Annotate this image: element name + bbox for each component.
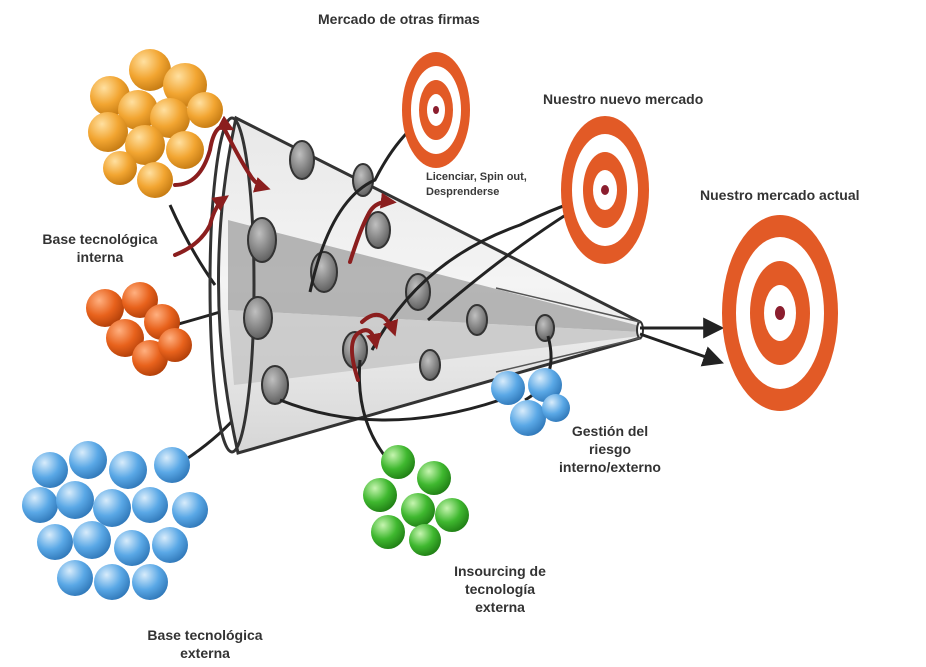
label-internal-base-line1: Base tecnológica [42, 231, 158, 247]
line-to-green-cluster [357, 359, 390, 461]
cluster-ball [172, 492, 208, 528]
line-orange-to-funnel [174, 310, 221, 327]
cluster-ball [57, 560, 93, 596]
funnel-hole [419, 349, 441, 381]
funnel-neck-lines [495, 287, 641, 373]
cluster-ball [56, 481, 94, 519]
red-arrow [173, 115, 235, 187]
cluster-ball [491, 371, 525, 405]
cluster-ball [37, 524, 73, 560]
cluster-ball [86, 289, 124, 327]
cluster-ball [166, 131, 204, 169]
label-risk-line2: riesgo [588, 441, 631, 457]
target-bullseye [433, 106, 439, 114]
cluster-ball [154, 447, 190, 483]
cluster-ball [94, 564, 130, 600]
label-other-firms-market: Mercado de otras firmas [318, 11, 480, 27]
label-risk-management: Gestión del riesgo interno/externo [530, 422, 690, 476]
cluster-ball [129, 49, 171, 91]
cluster-ball [106, 319, 144, 357]
red-arrow [350, 328, 382, 382]
cluster-ball [109, 451, 147, 489]
label-internal-base: Base tecnológica interna [20, 230, 180, 266]
cluster-internal-yellow [88, 49, 223, 198]
funnel-hole [289, 140, 315, 180]
cluster-ball [363, 478, 397, 512]
red-arrows [173, 115, 399, 382]
arrow-to-current-market-2 [639, 332, 724, 367]
target-other-firms [402, 52, 470, 168]
cluster-ball [542, 394, 570, 422]
cluster-ball [22, 487, 58, 523]
cluster-ball [150, 98, 190, 138]
cluster-ball [88, 112, 128, 152]
funnel-hole [247, 217, 277, 263]
cluster-ball [187, 92, 223, 128]
cluster-ball [435, 498, 469, 532]
label-internal-base-line2: interna [76, 249, 124, 265]
funnel-hole [535, 314, 555, 342]
label-licensing: Licenciar, Spin out, Desprenderse [426, 170, 527, 200]
cluster-ball [401, 493, 435, 527]
cluster-ball [118, 90, 158, 130]
cluster-ball [528, 368, 562, 402]
cluster-ball [125, 125, 165, 165]
label-risk-line3: interno/externo [559, 459, 661, 475]
cluster-ball [158, 328, 192, 362]
label-risk-line1: Gestión del [571, 423, 649, 439]
label-insourcing-line3: externa [475, 599, 525, 615]
label-insourcing-line1: Insourcing de [454, 563, 546, 579]
red-arrow [223, 128, 271, 193]
cluster-risk-blue [491, 368, 570, 436]
cluster-ball [132, 564, 168, 600]
cluster-ball [381, 445, 415, 479]
funnel-hole [261, 365, 289, 405]
cluster-ball [371, 515, 405, 549]
cluster-ball [122, 282, 158, 318]
cluster-ball [73, 521, 111, 559]
red-arrow [360, 312, 399, 337]
cluster-ball [409, 524, 441, 556]
cluster-ball [114, 530, 150, 566]
label-licensing-line2: Desprenderse [426, 186, 500, 198]
funnel-hole [243, 296, 273, 340]
cluster-external-blue [22, 441, 208, 600]
label-external-base: Base tecnológica externa [115, 626, 295, 662]
cluster-ball [69, 441, 107, 479]
target-new-market [561, 116, 649, 264]
funnel-holes [243, 140, 555, 405]
cluster-ball [32, 452, 68, 488]
label-insourcing: Insourcing de tecnología externa [430, 562, 570, 616]
cluster-internal-orange [86, 282, 192, 376]
funnel-hole [365, 211, 391, 249]
label-licensing-line1: Licenciar, Spin out, [426, 171, 527, 183]
label-new-market: Nuestro nuevo mercado [543, 91, 704, 107]
red-arrow [348, 192, 397, 264]
target-bullseye [601, 185, 609, 195]
cluster-ball [510, 400, 546, 436]
cluster-ball [93, 489, 131, 527]
target-bullseye [775, 306, 785, 320]
line-to-blue-small-cluster [279, 398, 501, 422]
cluster-ball [132, 487, 168, 523]
line-blue-to-funnel [184, 416, 237, 462]
label-insourcing-line2: tecnología [464, 581, 535, 597]
cluster-ball [137, 162, 173, 198]
funnel-hole [466, 304, 488, 336]
label-current-market: Nuestro mercado actual [700, 187, 860, 203]
label-external-base-line2: externa [180, 645, 230, 661]
cluster-insourcing-green [363, 445, 469, 556]
funnel-inner-shadow [228, 220, 640, 332]
cluster-ball [417, 461, 451, 495]
label-external-base-line1: Base tecnológica [147, 627, 263, 643]
target-current-market [722, 215, 838, 411]
red-arrow [173, 195, 229, 257]
cluster-ball [103, 151, 137, 185]
cluster-ball [152, 527, 188, 563]
